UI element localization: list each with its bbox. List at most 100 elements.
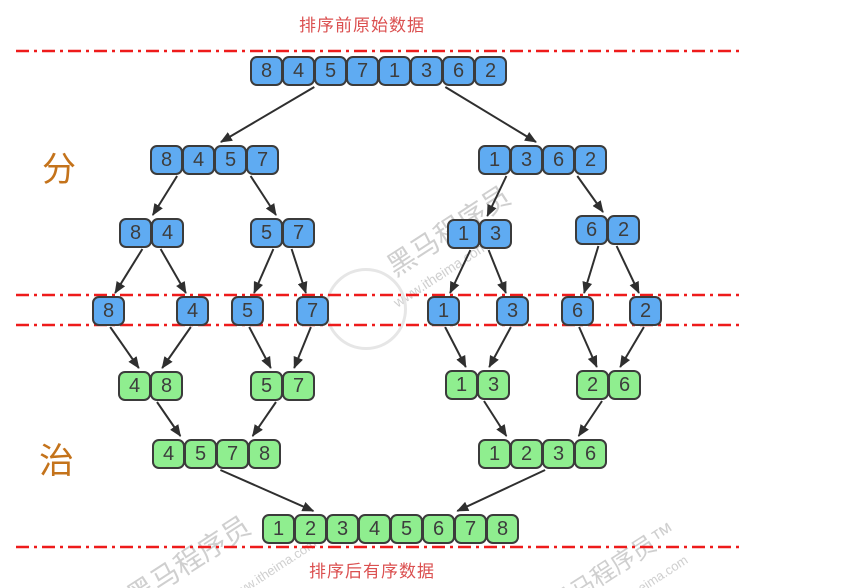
array-cell: 7: [246, 145, 279, 175]
array-cell: 5: [250, 371, 283, 401]
array-cell: 2: [576, 370, 609, 400]
array-cell: 2: [474, 56, 507, 86]
array-cell: 8: [250, 56, 283, 86]
arrow-c41-to-fin: [219, 469, 315, 512]
array-cell: 3: [477, 370, 510, 400]
arrow-d23-to-s6: [487, 249, 507, 294]
arrow-d42-to-d23: [486, 175, 508, 217]
array-node-s4: 7: [296, 296, 329, 326]
array-cell: 4: [282, 56, 315, 86]
array-cell: 4: [118, 371, 151, 401]
arrow-d24-to-s7: [582, 245, 600, 294]
array-cell: 1: [262, 514, 295, 544]
top-caption: 排序前原始数据: [299, 16, 425, 35]
arrow-c21-to-c41: [156, 401, 182, 437]
arrow-d21-to-s1: [114, 248, 144, 294]
array-cell: 8: [248, 439, 281, 469]
bottom-caption: 排序后有序数据: [309, 562, 435, 581]
array-cell: 6: [574, 439, 607, 469]
array-node-s3: 5: [231, 296, 264, 326]
array-cell: 7: [296, 296, 329, 326]
array-cell: 2: [607, 215, 640, 245]
array-cell: 2: [294, 514, 327, 544]
array-cell: 5: [184, 439, 217, 469]
arrow-s5-to-c23: [444, 326, 467, 368]
array-node-s8: 2: [629, 296, 662, 326]
arrow-group: [109, 86, 645, 512]
arrow-c24-to-c42: [577, 400, 603, 437]
array-cell: 1: [478, 145, 511, 175]
array-cell: 5: [314, 56, 347, 86]
conquer-phase-label: 治: [39, 442, 75, 481]
arrow-s1-to-c21: [109, 326, 140, 369]
array-cell: 4: [152, 439, 185, 469]
array-cell: 1: [378, 56, 411, 86]
array-node-s6: 3: [496, 296, 529, 326]
array-cell: 4: [176, 296, 209, 326]
array-cell: 7: [454, 514, 487, 544]
array-cell: 1: [447, 219, 480, 249]
arrow-d22-to-s3: [253, 248, 275, 294]
array-cell: 3: [410, 56, 443, 86]
arrow-s6-to-c23: [488, 326, 512, 368]
array-cell: 3: [496, 296, 529, 326]
array-cell: 8: [119, 218, 152, 248]
array-cell: 8: [150, 145, 183, 175]
array-cell: 8: [150, 371, 183, 401]
arrow-c42-to-fin: [456, 469, 546, 512]
array-cell: 8: [486, 514, 519, 544]
array-cell: 5: [390, 514, 423, 544]
arrow-c23-to-c42: [483, 400, 508, 437]
array-node-s1: 8: [92, 296, 125, 326]
array-cell: 6: [561, 296, 594, 326]
array-cell: 1: [427, 296, 460, 326]
arrow-d41-to-d22: [249, 175, 277, 216]
arrow-s3-to-c22: [248, 326, 272, 369]
array-cell: 4: [358, 514, 391, 544]
array-cell: 2: [574, 145, 607, 175]
array-cell: 6: [542, 145, 575, 175]
array-cell: 1: [478, 439, 511, 469]
arrow-s7-to-c24: [578, 326, 598, 368]
arrow-d41-to-d21: [151, 175, 178, 216]
divide-phase-label: 分: [42, 151, 76, 189]
array-node-s2: 4: [176, 296, 209, 326]
array-cell: 3: [479, 219, 512, 249]
array-cell: 7: [216, 439, 249, 469]
array-cell: 6: [422, 514, 455, 544]
arrow-d22-to-s4: [290, 248, 308, 294]
arrow-top-to-d42: [444, 86, 537, 143]
array-cell: 6: [442, 56, 475, 86]
array-cell: 7: [346, 56, 379, 86]
array-node-s5: 1: [427, 296, 460, 326]
array-cell: 5: [214, 145, 247, 175]
arrow-s8-to-c24: [619, 326, 645, 368]
array-cell: 1: [445, 370, 478, 400]
array-cell: 2: [510, 439, 543, 469]
array-cell: 7: [282, 371, 315, 401]
array-cell: 3: [326, 514, 359, 544]
array-cell: 2: [629, 296, 662, 326]
arrow-s2-to-c21: [161, 326, 192, 369]
arrow-c22-to-c41: [251, 401, 277, 437]
red-divider-lines: [16, 49, 740, 549]
arrow-d42-to-d24: [576, 175, 604, 213]
array-cell: 5: [231, 296, 264, 326]
array-cell: 3: [542, 439, 575, 469]
array-cell: 8: [92, 296, 125, 326]
array-cell: 5: [250, 218, 283, 248]
